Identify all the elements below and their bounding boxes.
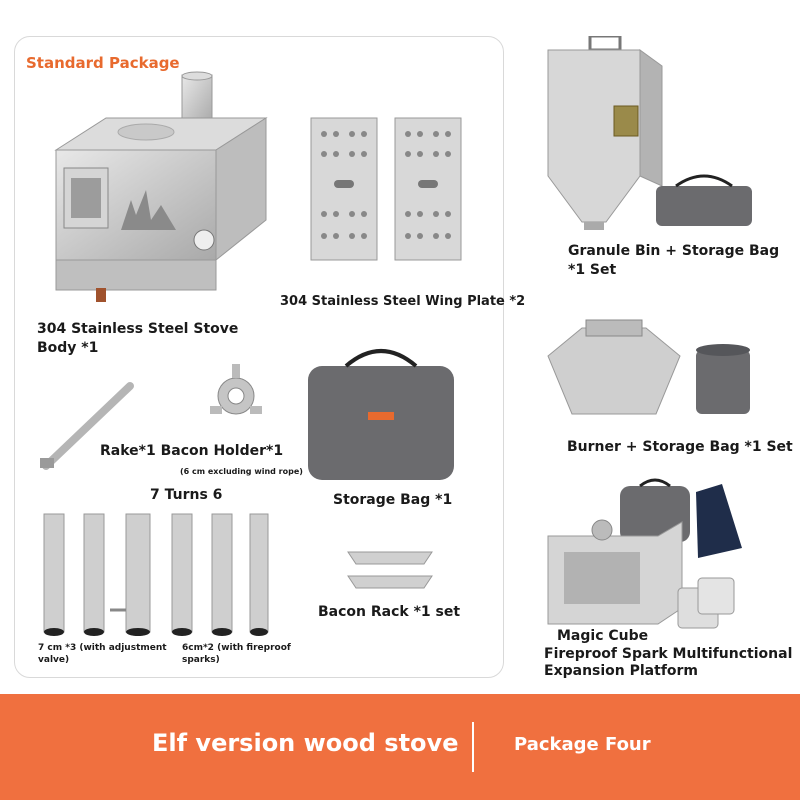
magic-cube-label: Magic Cube [557, 628, 649, 644]
magic-cube-image [547, 478, 742, 629]
package-title: Standard Package [26, 54, 180, 72]
storage-bag-label: Storage Bag *1 [333, 492, 453, 508]
footer-divider [472, 722, 474, 772]
wing-plate-image [310, 117, 462, 261]
turns-label: 7 Turns 6 [150, 487, 223, 503]
granule-bin-image [547, 36, 752, 230]
footer-title: Elf version wood stove [152, 729, 459, 757]
pipe-7cm-label: 7 cm *3 (with adjustment valve) [38, 643, 167, 665]
footer-package: Package Four [514, 734, 651, 755]
storage-bag-image [308, 349, 454, 480]
granule-bin-label: Granule Bin + Storage Bag *1 Set [568, 243, 780, 278]
burner-label: Burner + Storage Bag *1 Set [567, 439, 793, 455]
bacon-rack-image [347, 551, 433, 589]
chimney-pipes-image [43, 513, 269, 636]
burner-image [547, 319, 750, 415]
stove-body-image [54, 71, 268, 302]
stove-body-label: 304 Stainless Steel Stove Body *1 [37, 321, 239, 356]
rake-image [40, 382, 134, 470]
fireproof-platform-label: Fireproof Spark Multifunctional Expansio… [544, 646, 793, 679]
rake-bacon-label: Rake*1 Bacon Holder*1 [100, 443, 284, 459]
pipe-6cm-label: 6cm*2 (with fireproof sparks) [182, 643, 291, 665]
bacon-holder-image [210, 364, 262, 415]
bacon-note-label: (6 cm excluding wind rope) [180, 467, 303, 476]
footer-banner [0, 694, 800, 800]
bacon-rack-label: Bacon Rack *1 set [318, 604, 461, 620]
wing-plate-label: 304 Stainless Steel Wing Plate *2 [280, 294, 526, 309]
